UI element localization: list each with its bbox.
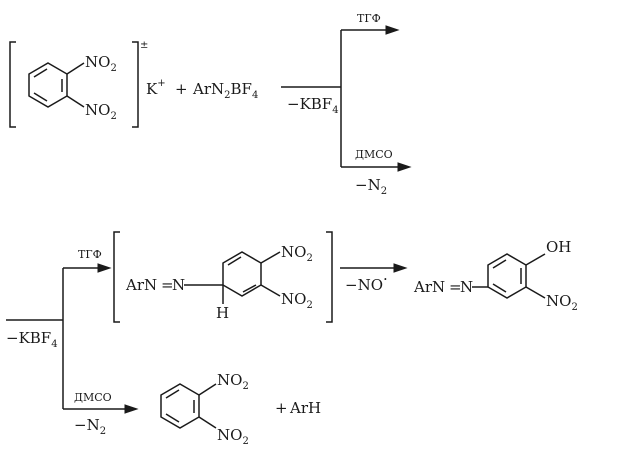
intermediate-left-bracket — [113, 231, 120, 323]
elimination-label: −NO· — [345, 270, 388, 294]
intermediate-arN: ArN — [125, 276, 157, 294]
product-oh: OH — [546, 238, 571, 256]
dinitrobenzene-ring — [160, 383, 217, 429]
diazonium-reagent: ArN2BF4 — [192, 80, 258, 101]
ring-double-bond — [165, 413, 180, 423]
lower-branch-arrowhead — [124, 404, 139, 414]
product-n: N — [460, 278, 473, 296]
lower-branch-arrowhead — [397, 162, 412, 172]
substituent-bond — [260, 284, 281, 297]
product-arN: ArN — [413, 278, 445, 296]
intermediate-h: H — [216, 304, 229, 322]
phenol-ring — [487, 253, 546, 299]
ring-double-bond — [33, 92, 48, 102]
ring-double-bond — [242, 284, 257, 293]
arrow-label-kbf4: −KBF4 — [6, 329, 58, 350]
potassium-cation: K+ — [146, 78, 166, 98]
reaction-2: −KBF4 ТГФ ДМСО −N2 ArN = N H NO2 NO2 — [6, 231, 578, 447]
substituent-bond — [66, 62, 85, 75]
plus-sign: + — [175, 80, 188, 98]
condition-thf: ТГФ — [357, 12, 381, 25]
ring-double-bond — [492, 259, 507, 269]
arrow-label-kbf4: −KBF4 — [287, 95, 339, 116]
cyclohexadiene-ring — [204, 251, 281, 304]
elimination-arrowhead — [393, 263, 408, 273]
ring-double-bond — [33, 68, 48, 78]
benzene-ring — [28, 62, 85, 108]
intermediate-right-bracket — [326, 231, 333, 323]
upper-branch-arrowhead — [385, 25, 400, 35]
nitro-top: NO2 — [85, 53, 117, 74]
condition-dmso: ДМСО — [355, 148, 393, 161]
intermediate-n: N — [172, 276, 185, 294]
substituent-bond — [198, 416, 217, 429]
oh-bond — [525, 253, 546, 266]
ring-double-bond — [165, 389, 180, 399]
ring-double-bond — [227, 256, 242, 266]
bracket-charge: ± — [140, 40, 148, 51]
upper-branch-arrowhead — [97, 263, 112, 273]
product2-nitro-top: NO2 — [217, 371, 249, 392]
product-nitro: NO2 — [546, 292, 578, 313]
byproduct-arh: ArH — [289, 399, 321, 417]
plus-sign: + — [275, 399, 288, 417]
intermediate-double-bond: = — [161, 276, 174, 294]
right-bracket — [132, 41, 139, 128]
intermediate-nitro-top: NO2 — [281, 243, 313, 264]
product-double-bond: = — [449, 278, 462, 296]
substituent-bond — [198, 383, 217, 396]
condition-thf: ТГФ — [78, 248, 102, 261]
reaction-1: ± NO2 NO2 K+ + ArN2BF4 −KBF4 ТГФ ДМСО −N… — [9, 12, 412, 197]
nitro-bond — [525, 286, 546, 299]
condition-dmso: ДМСО — [74, 391, 112, 404]
product2-nitro-bottom: NO2 — [217, 426, 249, 447]
ring-double-bond — [492, 283, 507, 293]
left-bracket — [9, 41, 16, 128]
substituent-bond — [66, 95, 85, 108]
loss-n2: −N2 — [355, 176, 387, 197]
substituent-bond — [260, 251, 281, 264]
ring-outline — [222, 251, 262, 297]
nitro-bottom: NO2 — [85, 101, 117, 122]
loss-n2: −N2 — [74, 416, 106, 437]
intermediate-nitro-bottom: NO2 — [281, 290, 313, 311]
